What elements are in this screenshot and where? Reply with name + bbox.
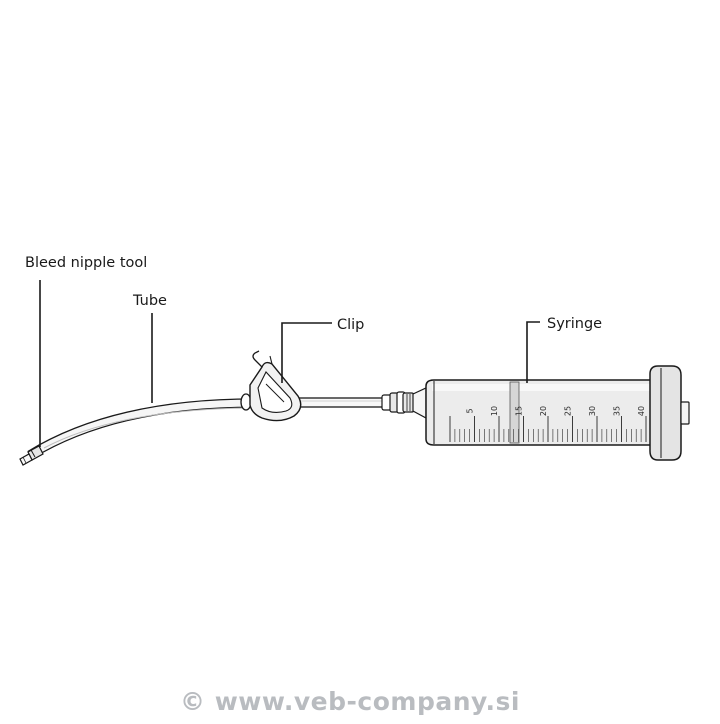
label-clip: Clip — [337, 317, 364, 333]
scale-label: 35 — [613, 406, 622, 416]
syringe-scale: 5 10 15 20 25 30 35 40 — [466, 406, 647, 416]
graduation-marks — [449, 416, 657, 442]
luer-connector — [381, 387, 427, 420]
scale-label: 40 — [637, 406, 646, 416]
scale-label: 10 — [490, 406, 499, 416]
leader-lines — [39, 280, 540, 447]
label-syringe: Syringe — [547, 316, 602, 332]
scale-label: 5 — [466, 408, 475, 413]
scale-label: 25 — [564, 406, 573, 416]
bleed-nipple-tool — [19, 445, 44, 466]
syringe: 5 10 15 20 25 30 35 40 — [425, 365, 690, 461]
watermark: © www.veb-company.si — [180, 687, 520, 716]
scale-label: 30 — [588, 406, 597, 416]
tube — [27, 398, 256, 460]
scale-label: 20 — [539, 406, 548, 416]
clip — [240, 350, 302, 422]
scale-label: 15 — [515, 406, 524, 416]
label-tube: Tube — [132, 293, 167, 309]
label-bleed-nipple-tool: Bleed nipple tool — [25, 255, 147, 271]
